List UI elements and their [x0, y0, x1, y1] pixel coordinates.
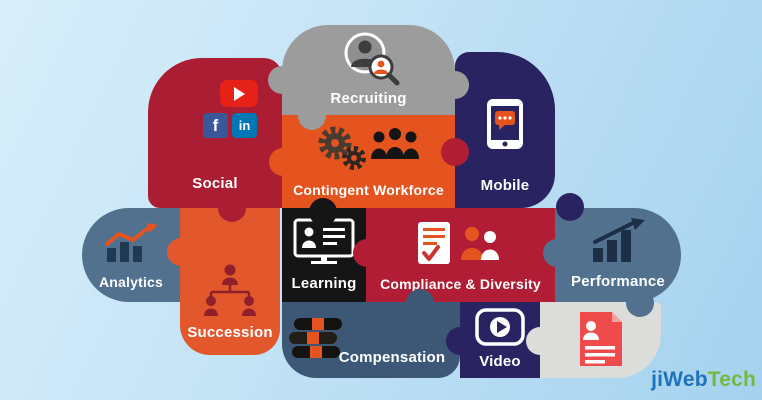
puzzle-piece-mobile: Mobile: [455, 52, 555, 208]
puzzle-knob: [298, 102, 326, 130]
puzzle-knob: [556, 193, 584, 221]
puzzle-knob: [543, 239, 571, 267]
module-label-compliance-diversity: Compliance & Diversity: [380, 276, 541, 292]
puzzle-knob: [268, 66, 296, 94]
growth-bars-icon: [589, 218, 647, 269]
puzzle-piece-compliance-diversity: Compliance & Diversity: [366, 208, 555, 302]
facebook-icon: f: [203, 113, 228, 138]
puzzle-piece-analytics: Analytics: [82, 208, 180, 302]
module-label-social: Social: [192, 175, 238, 192]
module-label-succession: Succession: [187, 324, 273, 341]
puzzle-piece-compensation: Compensation: [282, 302, 460, 378]
puzzle-knob: [218, 194, 246, 222]
money-stacks-icon: [286, 308, 346, 367]
puzzle-knob: [441, 138, 469, 166]
puzzle-knob: [269, 148, 297, 176]
jiwebtech-logo: jiWebTech: [651, 368, 756, 392]
puzzle-knob: [446, 327, 474, 355]
logo-text-tech: Tech: [707, 368, 756, 391]
puzzle-knob: [167, 238, 195, 266]
resume-document-icon: [576, 308, 626, 375]
video-player-icon: [475, 308, 525, 351]
puzzle-knob: [526, 327, 554, 355]
module-label-video: Video: [479, 353, 521, 370]
puzzle-knob: [441, 71, 469, 99]
module-label-contingent-workforce: Contingent Workforce: [293, 182, 444, 198]
org-hierarchy-icon: [197, 264, 263, 323]
youtube-icon: [220, 80, 258, 107]
module-label-performance: Performance: [571, 273, 665, 290]
module-label-compensation: Compensation: [338, 349, 446, 366]
smartphone-chat-icon: [486, 98, 524, 155]
module-label-analytics: Analytics: [98, 274, 164, 290]
puzzle-knob: [309, 198, 337, 226]
puzzle-piece-recruiting: Recruiting: [282, 25, 455, 115]
gears-workers-icon: [313, 125, 425, 176]
puzzle-piece-social: f in Social: [148, 58, 282, 208]
puzzle-piece-contingent-workforce: Contingent Workforce: [282, 115, 455, 208]
candidate-search-icon: [337, 31, 401, 92]
checklist-people-icon: [416, 220, 506, 271]
logo-text-web: Web: [663, 368, 708, 391]
puzzle-piece-performance: Performance: [555, 208, 681, 302]
trend-chart-icon: [103, 222, 159, 269]
puzzle-knob: [406, 289, 434, 317]
puzzle-piece-succession: Succession: [180, 208, 280, 355]
linkedin-icon: in: [232, 113, 257, 138]
module-label-mobile: Mobile: [480, 177, 530, 194]
module-label-learning: Learning: [291, 275, 357, 292]
puzzle-knob: [353, 239, 381, 267]
logo-text-ji: ji: [651, 368, 664, 391]
puzzle-knob: [626, 289, 654, 317]
puzzle-piece-learning: Learning: [282, 208, 366, 302]
module-label-recruiting: Recruiting: [330, 90, 407, 107]
